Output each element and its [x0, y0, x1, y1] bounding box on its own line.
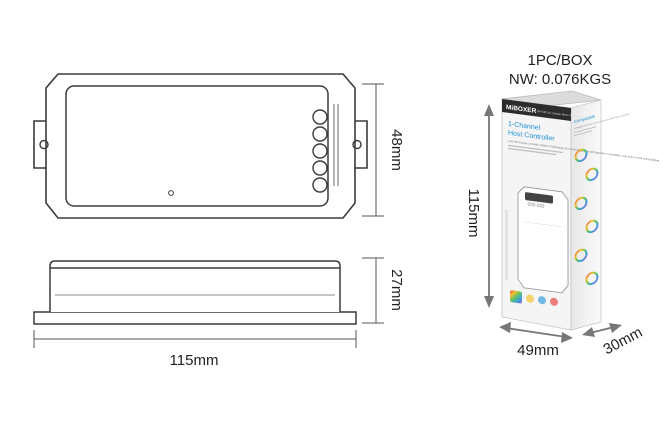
box-tagline: Wi-Fi&2.4G | Radio Mesh Tech Brand	[537, 109, 584, 119]
side-ridges	[333, 104, 339, 186]
top-view-lid	[65, 85, 329, 207]
box-desc-line	[508, 147, 556, 156]
remote-icon	[574, 148, 588, 163]
terminal-screw	[312, 126, 328, 142]
right-screw-hole	[352, 139, 362, 150]
box-desc-line	[508, 144, 563, 154]
remote-icon	[585, 167, 599, 182]
dimension-box-width-label: 49mm	[517, 342, 559, 359]
box-color-dot	[526, 294, 534, 303]
indicator-led	[168, 190, 174, 196]
box-color-dot	[538, 296, 546, 305]
terminal-screw	[312, 143, 328, 159]
side-view	[33, 260, 357, 325]
box-side-face	[570, 99, 602, 331]
top-view	[33, 73, 368, 219]
box-vertical-stripe	[505, 209, 508, 280]
dimension-box-height-label: 115mm	[465, 189, 482, 238]
box-color-dot	[550, 297, 558, 306]
package-quantity: 1PC/BOX	[527, 52, 592, 69]
retail-box: MiBOXER Wi-Fi&2.4G | Radio Mesh Tech Bra…	[501, 90, 659, 331]
dimension-box-depth	[582, 323, 622, 337]
side-view-body	[49, 260, 341, 312]
dimension-width-label: 48mm	[388, 129, 405, 171]
terminal-screw	[312, 160, 328, 176]
left-screw-hole	[39, 139, 49, 150]
box-color-logo	[510, 290, 522, 304]
box-side-line	[574, 126, 596, 134]
terminal-screw	[312, 177, 328, 193]
terminal-screw	[312, 109, 328, 125]
dimension-height-label: 27mm	[388, 269, 405, 311]
remote-icon	[574, 248, 588, 263]
dimension-length-label: 115mm	[170, 352, 219, 369]
box-header-band	[502, 99, 571, 121]
dimension-box-width	[499, 322, 573, 343]
terminal-block	[312, 109, 328, 193]
dimension-length	[33, 330, 357, 348]
remote-icon	[585, 271, 599, 286]
remote-icon	[585, 219, 599, 234]
package-net-weight: NW: 0.076KGS	[509, 71, 611, 88]
remote-icons	[574, 148, 599, 286]
right-mounting-ear	[355, 120, 368, 169]
dimension-width	[362, 83, 384, 217]
box-brand: MiBOXER	[506, 104, 537, 115]
box-side-line	[574, 130, 592, 137]
box-title-line1: 1-Channel	[508, 121, 541, 132]
box-product-image	[517, 186, 569, 294]
dimension-box-height	[484, 104, 494, 308]
box-side-label: Compatible	[574, 113, 596, 124]
dimension-height	[362, 257, 384, 324]
remote-icon	[574, 196, 588, 211]
left-mounting-ear	[33, 120, 46, 169]
side-view-flange	[33, 311, 357, 325]
